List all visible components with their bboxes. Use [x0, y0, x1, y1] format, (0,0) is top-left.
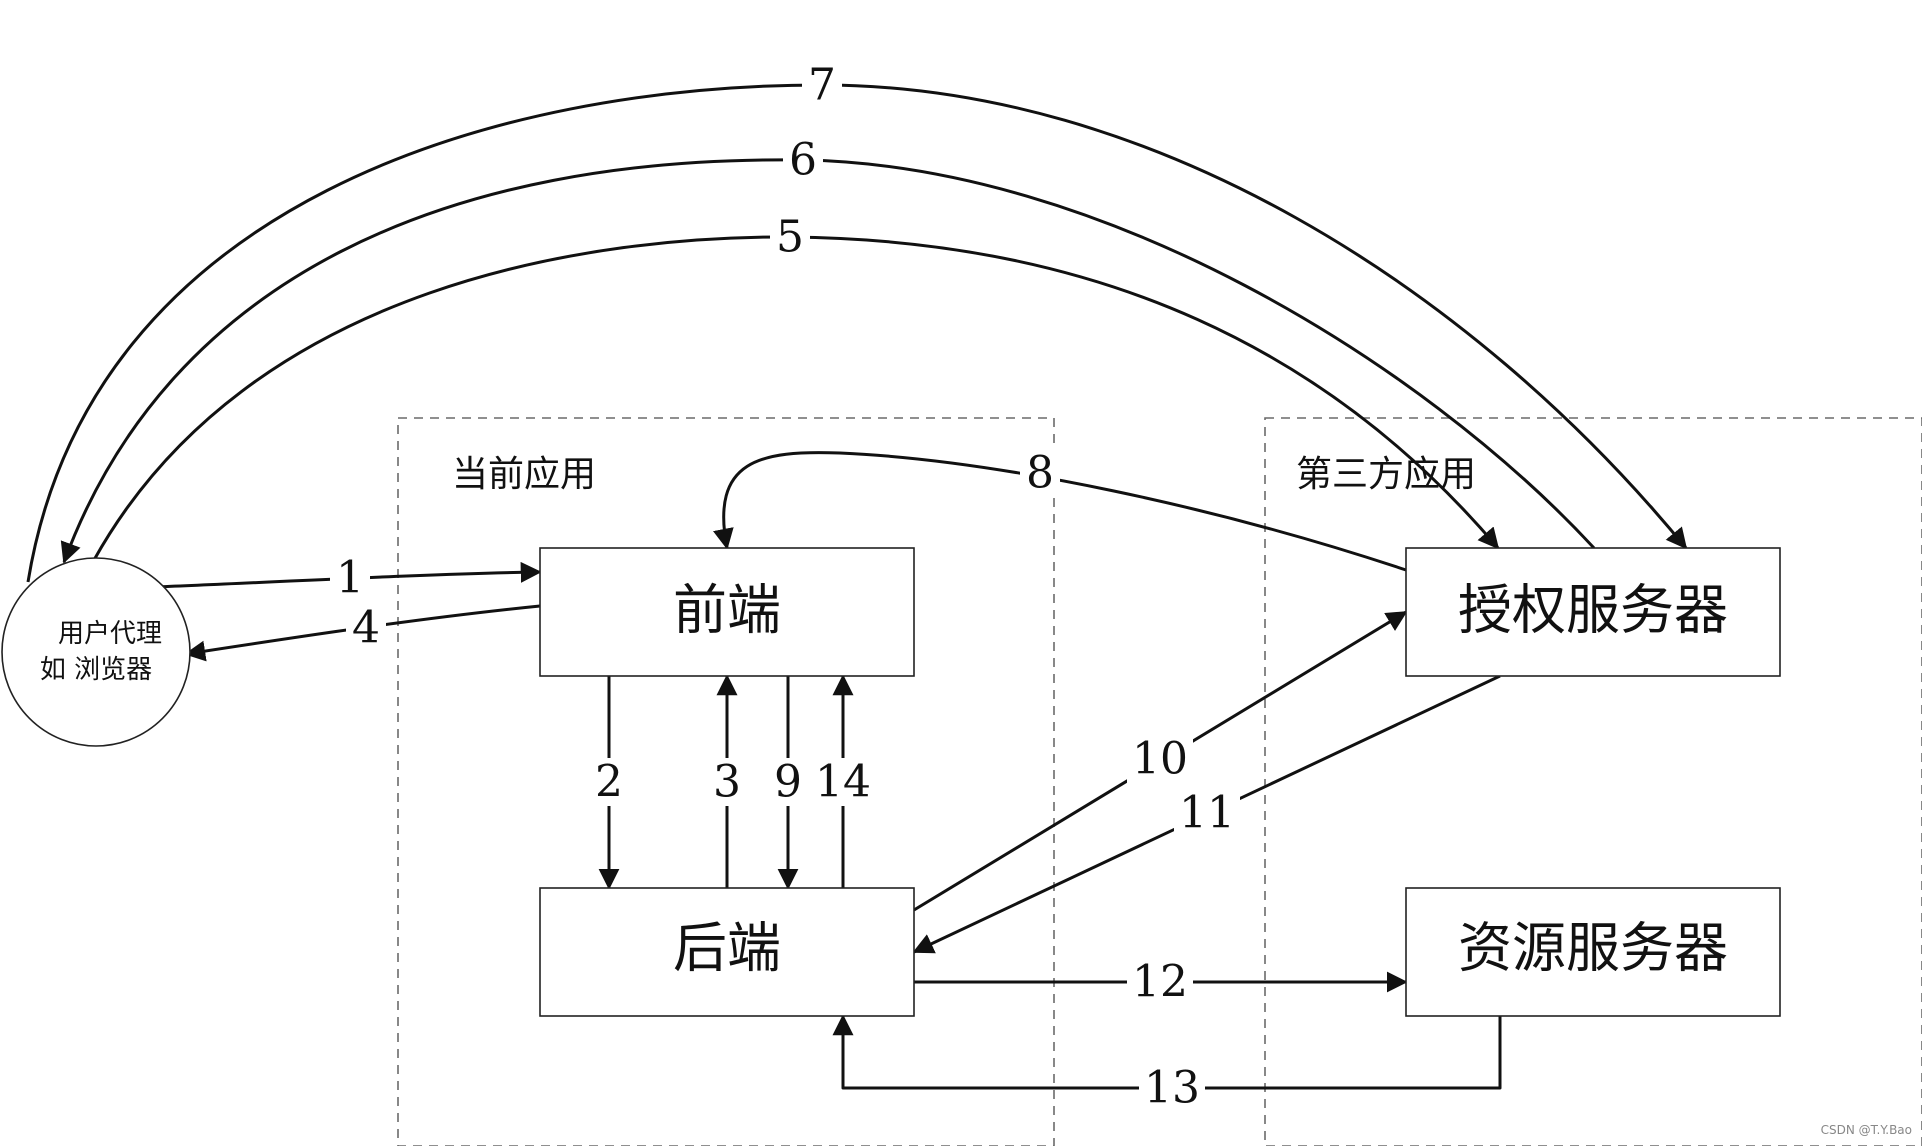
edge-8: 8 [713, 448, 1407, 572]
edge-3-label-background [707, 758, 747, 806]
edge-9-label: 9 [774, 757, 802, 808]
frontend-box [539, 547, 915, 677]
edge-1-label-background [330, 554, 370, 602]
edge-12: 12 [914, 957, 1408, 1008]
auth-server-node: 授权服务器 [1405, 547, 1781, 677]
backend-box [539, 887, 915, 1017]
edge-10: 10 [913, 610, 1408, 912]
edge-4-label: 4 [352, 603, 380, 654]
current-app-group [397, 417, 1055, 1146]
edge-6-label: 6 [789, 135, 817, 186]
edge-14: 14 [810, 674, 876, 888]
user-agent-label-line1: 用户代理 [58, 619, 162, 649]
edge-7: 7 [26, 60, 1688, 583]
edge-12-label: 12 [1132, 957, 1188, 1008]
edge-3-label: 3 [713, 757, 741, 808]
edge-2-label-background [589, 758, 629, 806]
edge-11-label: 11 [1179, 788, 1235, 839]
user-agent-circle [1, 557, 191, 747]
edge-5-arrow [92, 235, 1500, 561]
edge-8-arrow [713, 451, 1407, 572]
resource-server-node: 资源服务器 [1405, 887, 1781, 1017]
resource-server-label: 资源服务器 [1458, 917, 1728, 980]
edge-9-label-background [768, 758, 808, 806]
edge-13-label-background [1139, 1064, 1205, 1112]
edge-5: 5 [92, 212, 1500, 561]
edge-4-label-background [346, 604, 386, 652]
edge-3: 3 [707, 674, 747, 888]
edge-9: 9 [768, 676, 808, 890]
resource-server-box [1405, 887, 1781, 1017]
auth-server-box [1405, 547, 1781, 677]
watermark-text: CSDN @T.Y.Bao [1821, 1123, 1912, 1137]
edge-10-label: 10 [1132, 734, 1188, 785]
edge-4: 4 [184, 603, 541, 662]
edge-8-label-background [1020, 449, 1060, 497]
edge-8-label: 8 [1026, 448, 1054, 499]
edge-7-label-background [802, 61, 842, 109]
edge-14-label: 14 [815, 757, 871, 808]
frontend-node: 前端 [539, 547, 915, 677]
frontend-label: 前端 [673, 579, 781, 642]
auth-server-label: 授权服务器 [1458, 579, 1728, 642]
edge-2: 2 [589, 676, 629, 890]
edge-10-label-background [1127, 735, 1193, 783]
third-party-app-group [1264, 417, 1922, 1146]
edge-7-arrow [26, 83, 1688, 583]
backend-node: 后端 [539, 887, 915, 1017]
edge-11-label-background [1174, 789, 1240, 837]
edge-7-label: 7 [808, 60, 836, 111]
edge-5-label: 5 [776, 212, 804, 263]
edge-13: 13 [832, 1014, 1502, 1114]
edge-14-label-background [810, 758, 876, 806]
edge-2-label: 2 [595, 757, 623, 808]
third-party-app-label: 第三方应用 [1296, 454, 1476, 495]
user-agent-label-line2: 如 浏览器 [40, 655, 152, 685]
edge-6: 6 [60, 135, 1596, 564]
edge-11: 11 [912, 674, 1501, 954]
edge-1-label: 1 [336, 553, 364, 604]
edge-13-label: 13 [1144, 1063, 1200, 1114]
edge-5-label-background [770, 213, 810, 261]
edge-1: 1 [155, 553, 542, 604]
current-app-label: 当前应用 [452, 454, 596, 495]
user-agent-node: 用户代理 如 浏览器 [1, 557, 191, 747]
edge-6-arrow [60, 158, 1596, 564]
edge-12-label-background [1127, 958, 1193, 1006]
backend-label: 后端 [673, 917, 781, 980]
edge-6-label-background [783, 136, 823, 184]
